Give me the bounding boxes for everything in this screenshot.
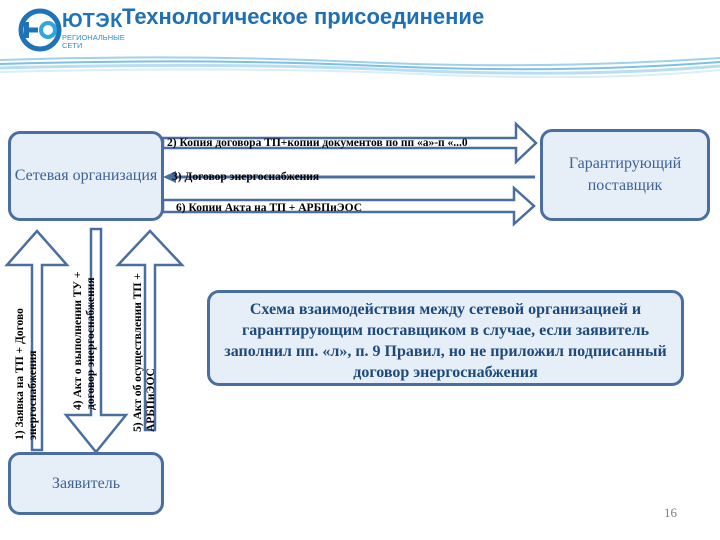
flow-1-label: 1) Заявка на ТП + Догово энергоснабжения	[14, 308, 39, 440]
arrow-f1-up	[4, 229, 70, 452]
logo-name: ЮТЭК	[62, 10, 123, 32]
company-logo: ЮТЭК РЕГИОНАЛЬНЫЕ СЕТИ	[18, 8, 138, 56]
arrow-f4-down	[63, 227, 129, 454]
page-number: 16	[664, 505, 677, 520]
arrow-f3-head	[163, 171, 176, 183]
logo-mark-icon	[18, 8, 62, 52]
applicant-box: Заявитель	[8, 452, 164, 515]
arrow-f5-up	[115, 229, 185, 432]
slide-header: ЮТЭК РЕГИОНАЛЬНЫЕ СЕТИ Технологическое п…	[0, 0, 720, 80]
logo-subtitle: РЕГИОНАЛЬНЫЕ СЕТИ	[62, 33, 125, 50]
page-title: Технологическое присоединение	[122, 4, 485, 29]
flow-3-label: 3) Договор энергоснабжения	[172, 171, 320, 183]
flow-2-label: 2) Копия договора ТП+копии документов по…	[167, 137, 468, 149]
arrow-f6-right	[161, 185, 536, 227]
header-wave-decoration	[0, 56, 720, 78]
scheme-description-note: Схема взаимодействия между сетевой орган…	[207, 290, 684, 386]
guaranteed-supplier-box: Гарантирующий поставщик	[540, 129, 710, 221]
network-organization-box: Сетевая организация	[8, 131, 164, 221]
flow-4-label: 4) Акт о выполнении ТУ + договор энергос…	[72, 271, 97, 410]
flow-6-label: 6) Копии Акта на ТП + АРБПиЭОС	[176, 202, 363, 214]
arrow-f2-right	[161, 121, 538, 165]
flow-5-label: 5) Акт об осуществлении ТП + АРБПиЭОС	[132, 273, 157, 432]
